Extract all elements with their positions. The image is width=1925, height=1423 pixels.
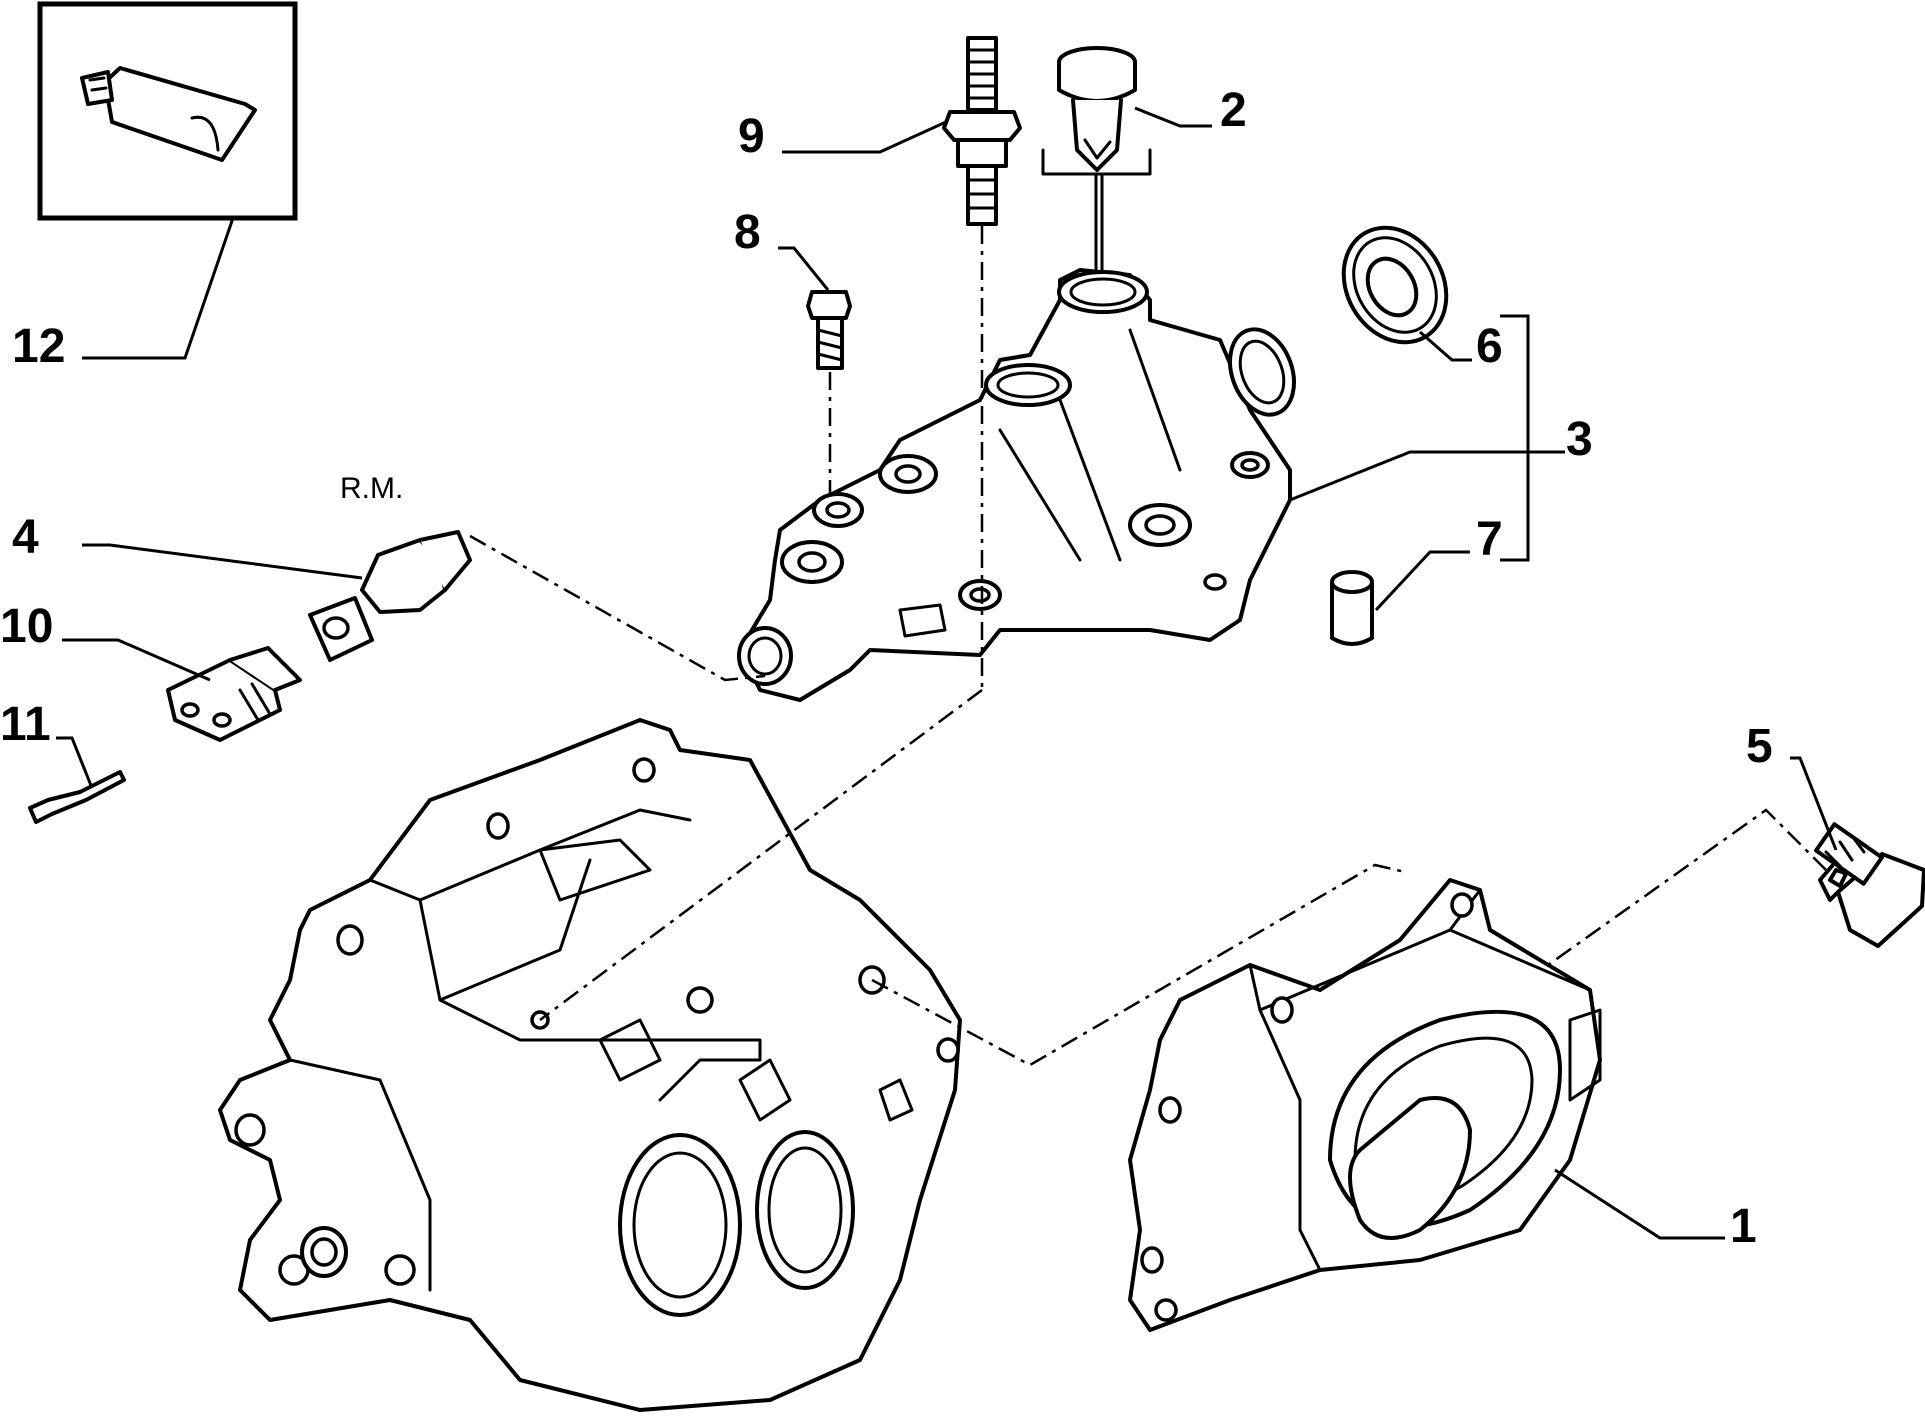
rm-label: R.M.: [340, 472, 403, 505]
part-3-leader: [1289, 450, 1565, 502]
part-10-connector: [62, 638, 302, 742]
axis-line-sensor: [469, 534, 766, 682]
part-9-stud: [782, 36, 1022, 226]
callout-3: 3: [1566, 413, 1593, 466]
part-11-terminal: [28, 736, 126, 824]
callout-9: 9: [738, 110, 765, 163]
part-5-leader: [1790, 756, 1838, 851]
axis-line-bolt-5: [1519, 808, 1827, 987]
callout-12: 12: [12, 320, 65, 373]
callout-7: 7: [1476, 513, 1503, 566]
gearbox-casing: [218, 688, 1406, 1412]
part-7-leader: [1374, 550, 1470, 612]
part-1-cover: [1128, 878, 1725, 1332]
callout-2: 2: [1220, 84, 1247, 137]
part-12-leader: [82, 217, 235, 360]
part-12-grease-tube: [37, 1, 298, 360]
part-5-bolt: [1519, 756, 1925, 987]
callout-6: 6: [1476, 320, 1503, 373]
part-10-leader: [62, 638, 211, 682]
part-6-seal: [1341, 225, 1472, 362]
callout-1: 1: [1730, 1200, 1757, 1253]
part-7-dowel: [1330, 550, 1470, 646]
callout-8: 8: [734, 206, 761, 259]
grease-tube-icon: [80, 66, 257, 162]
axis-line-casing: [539, 688, 983, 1022]
part-8-bolt: [778, 246, 852, 496]
bracket-6-3-7: [1500, 314, 1530, 562]
part-11-leader: [56, 736, 94, 789]
part-8-leader: [778, 246, 830, 291]
axis-line-cover: [871, 863, 1406, 1067]
callout-10: 10: [0, 600, 53, 653]
part-9-leader: [782, 120, 947, 154]
part-1-leader: [1554, 1168, 1725, 1240]
part-3-housing: [737, 268, 1565, 702]
part-4-leader: [82, 543, 363, 580]
callout-11: 11: [0, 698, 51, 751]
part-4-sensor: [82, 530, 766, 682]
callout-5: 5: [1746, 720, 1773, 773]
part-2-breather-cap: [1041, 46, 1212, 272]
callout-4: 4: [12, 511, 39, 564]
part-6-leader: [1419, 330, 1472, 362]
part-2-leader: [1134, 106, 1212, 128]
